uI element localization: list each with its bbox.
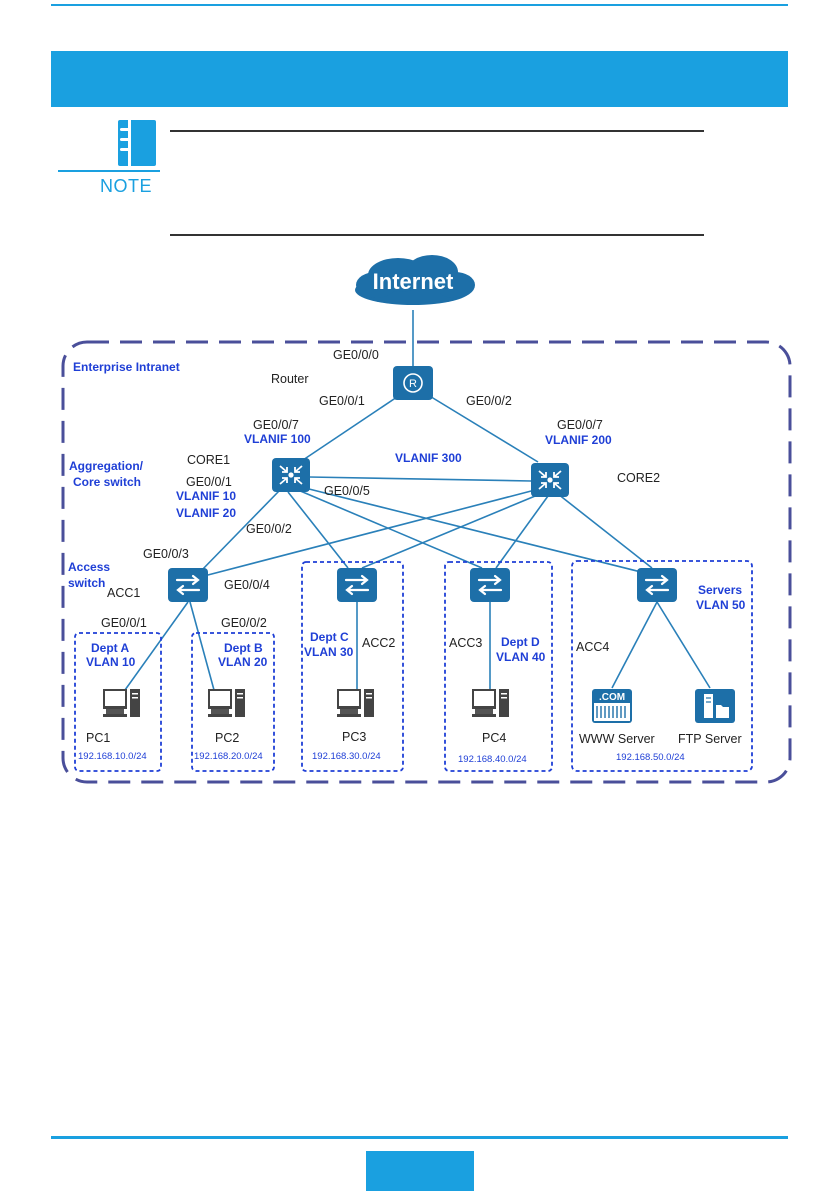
- ftp-server-label: FTP Server: [678, 732, 742, 746]
- core2-name: CORE2: [617, 471, 660, 485]
- acc1-name: ACC1: [107, 586, 140, 600]
- core1-uplink-vlanif: VLANIF 100: [244, 432, 311, 446]
- page-number-tab: [366, 1151, 474, 1191]
- pc1-icon: [103, 689, 140, 717]
- pc3-label: PC3: [342, 730, 366, 744]
- dept-d-vlan: VLAN 40: [496, 650, 546, 664]
- subnet-pc2: 192.168.20.0/24: [194, 751, 263, 762]
- acc4-name: ACC4: [576, 640, 609, 654]
- core1-down-port5: GE0/0/5: [324, 484, 370, 498]
- servers-name: Servers: [698, 583, 742, 597]
- acc2-switch: [335, 566, 379, 604]
- access-label-line1: Access: [68, 560, 110, 574]
- intranet-border: [61, 340, 792, 784]
- aggregation-label-line1: Aggregation/: [69, 459, 144, 473]
- subnet-pc3: 192.168.30.0/24: [312, 751, 381, 762]
- network-links: [124, 310, 711, 692]
- pc2-label: PC2: [215, 731, 239, 745]
- note-underline: [58, 170, 160, 172]
- acc3-switch: [468, 566, 512, 604]
- core2-uplink-vlanif: VLANIF 200: [545, 433, 612, 447]
- acc4-switch: [635, 566, 679, 604]
- router-port-top: GE0/0/0: [333, 348, 379, 362]
- subnet-servers: 192.168.50.0/24: [616, 752, 685, 763]
- note-rule-top: [170, 130, 704, 132]
- acc1-port-pc2: GE0/0/2: [221, 616, 267, 630]
- www-server-icon: .COM: [592, 689, 632, 723]
- note-block: [58, 118, 168, 208]
- subnet-pc1: 192.168.10.0/24: [78, 751, 147, 762]
- dept-b-vlan: VLAN 20: [218, 655, 268, 669]
- router-port-right: GE0/0/2: [466, 394, 512, 408]
- dept-a-vlan: VLAN 10: [86, 655, 136, 669]
- acc3-name: ACC3: [449, 636, 482, 650]
- acc2-name: ACC2: [362, 636, 395, 650]
- pc2-icon: [208, 689, 245, 717]
- dept-c-name: Dept C: [310, 630, 349, 644]
- www-badge: .COM: [599, 692, 625, 703]
- core1-uplink-port: GE0/0/7: [253, 418, 299, 432]
- core2-uplink-port: GE0/0/7: [557, 418, 603, 432]
- ftp-server-icon: [695, 689, 735, 723]
- note-label: NOTE: [100, 176, 153, 196]
- interlink-vlanif: VLANIF 300: [395, 451, 462, 465]
- access-label-line2: switch: [68, 576, 105, 590]
- servers-vlan: VLAN 50: [696, 598, 746, 612]
- acc1-port-up: GE0/0/3: [143, 547, 189, 561]
- aggregation-label-line2: Core switch: [73, 475, 141, 489]
- core1-down-vlanif2: VLANIF 20: [176, 506, 236, 520]
- note-rule-bottom: [170, 234, 704, 236]
- acc1-port-pc1: GE0/0/1: [101, 616, 147, 630]
- acc1-switch: [166, 566, 210, 604]
- internet-cloud: Internet: [355, 255, 475, 305]
- core1-down-vlanif1: VLANIF 10: [176, 489, 236, 503]
- footer-rule: [51, 1136, 788, 1139]
- acc1-port-up2: GE0/0/4: [224, 578, 270, 592]
- pc4-label: PC4: [482, 731, 506, 745]
- dept-d-name: Dept D: [501, 635, 540, 649]
- intranet-label: Enterprise Intranet: [73, 360, 180, 374]
- router-name: Router: [271, 372, 309, 386]
- pc3-icon: [337, 689, 374, 717]
- core1-down-port1: GE0/0/1: [186, 475, 232, 489]
- core1-down-port2: GE0/0/2: [246, 522, 292, 536]
- svg-text:R: R: [409, 378, 417, 390]
- pc4-icon: [472, 689, 509, 717]
- note-icon: [118, 120, 156, 166]
- internet-label: Internet: [373, 269, 454, 294]
- core2-switch: [530, 462, 570, 498]
- dept-boxes: [74, 560, 753, 772]
- router-port-left: GE0/0/1: [319, 394, 365, 408]
- top-rule: [51, 4, 788, 6]
- header-bar: [51, 51, 788, 107]
- dept-a-name: Dept A: [91, 641, 130, 655]
- router: R: [393, 366, 433, 400]
- subnet-pc4: 192.168.40.0/24: [458, 754, 527, 765]
- pc1-label: PC1: [86, 731, 110, 745]
- core1-switch: [271, 457, 311, 493]
- dept-c-vlan: VLAN 30: [304, 645, 354, 659]
- core1-name: CORE1: [187, 453, 230, 467]
- dept-b-name: Dept B: [224, 641, 263, 655]
- www-server-label: WWW Server: [579, 732, 655, 746]
